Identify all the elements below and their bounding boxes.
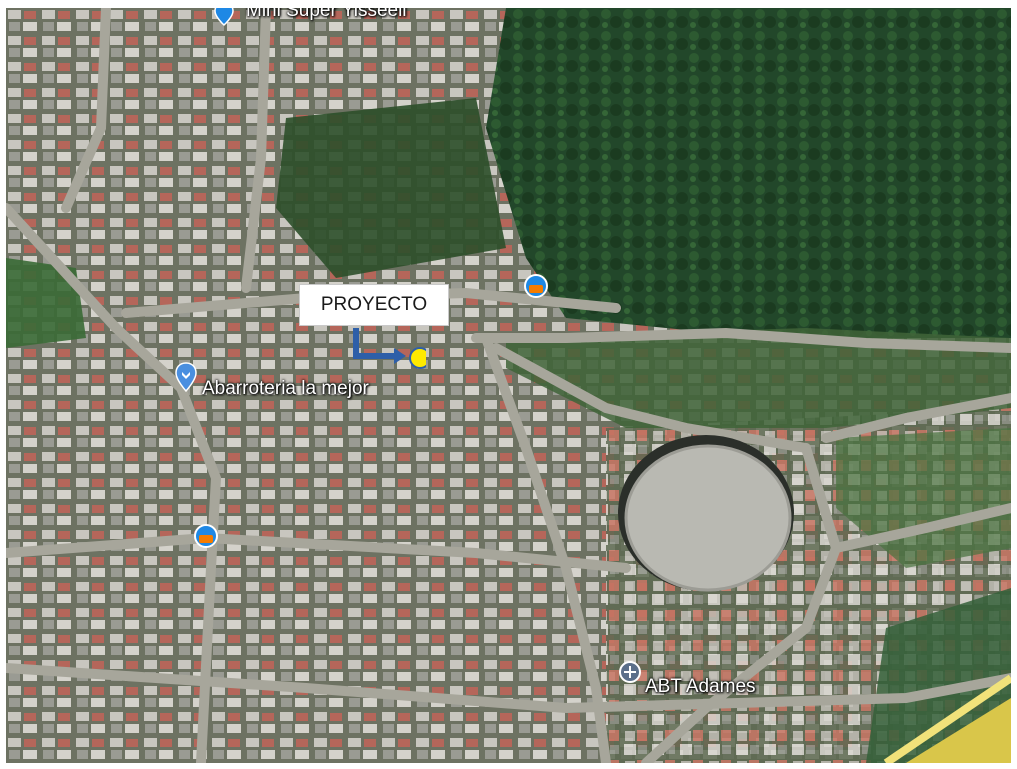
satellite-imagery [6, 8, 1011, 763]
poi-label[interactable]: Abarroteria la mejor [202, 378, 369, 399]
poi-label[interactable]: ABT Adames [645, 676, 756, 697]
map-pin-icon[interactable] [211, 8, 237, 27]
project-arrow-icon [353, 328, 426, 369]
shop-icon[interactable] [194, 524, 218, 548]
satellite-map[interactable]: Mini Super Yisseell Abarroteria la mejor… [6, 8, 1011, 763]
shop-icon[interactable] [524, 274, 548, 298]
map-pin-icon[interactable] [173, 362, 199, 393]
poi-label[interactable]: Mini Super Yisseell [246, 8, 407, 21]
project-callout: PROYECTO [299, 284, 449, 326]
project-location-marker[interactable] [409, 347, 426, 369]
map-pin-icon[interactable] [618, 660, 644, 686]
